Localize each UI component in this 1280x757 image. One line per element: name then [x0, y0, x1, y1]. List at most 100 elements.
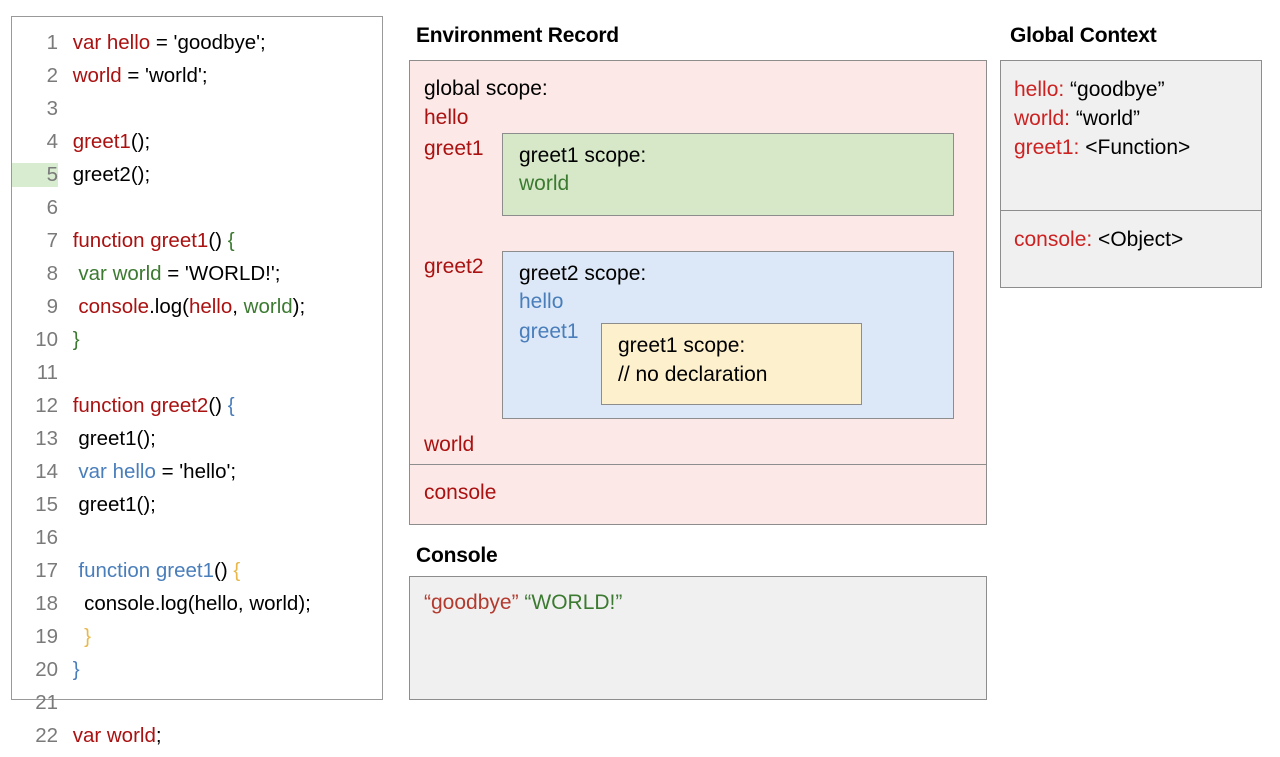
environment-record-panel: global scope: hello greet1 greet2 world … — [409, 60, 987, 525]
line-number: 11 — [36, 361, 58, 384]
global-context-objects: console: <Object> — [1001, 211, 1261, 254]
code-line[interactable]: 8 var world = 'WORLD!'; — [12, 262, 382, 295]
code-token: world — [67, 64, 122, 87]
greet2-scope-box: greet2 scope: hello greet1 greet1 scope:… — [502, 251, 954, 419]
greet1-scope-var-world: world — [519, 172, 570, 195]
environment-record-global-scope: global scope: hello greet1 greet2 world … — [410, 61, 986, 465]
global-context-value: “goodbye” — [1064, 78, 1165, 101]
greet2-scope-var-greet1: greet1 — [519, 320, 579, 343]
code-line-text: console.log(hello, world); — [58, 592, 311, 616]
code-token: = 'hello'; — [155, 460, 237, 483]
line-number: 13 — [35, 427, 58, 450]
code-line[interactable]: 17 function greet1() { — [12, 559, 382, 592]
code-token: var world — [67, 262, 162, 285]
global-context-variables: hello: “goodbye”world: “world”greet1: <F… — [1001, 61, 1261, 211]
line-number: 10 — [35, 328, 58, 351]
greet1-nested-scope-label: greet1 scope: — [618, 334, 746, 357]
code-line-text: var world; — [58, 724, 162, 748]
code-token: } — [67, 328, 80, 351]
code-line[interactable]: 4 greet1(); — [12, 130, 382, 163]
code-line[interactable]: 21 — [12, 691, 382, 724]
code-line[interactable]: 12 function greet2() { — [12, 394, 382, 427]
line-number: 7 — [46, 229, 58, 252]
global-context-variable-row: hello: “goodbye” — [1014, 75, 1261, 104]
global-context-variable-row: world: “world” — [1014, 104, 1261, 133]
global-context-panel: hello: “goodbye”world: “world”greet1: <F… — [1000, 60, 1262, 288]
code-line-text: greet1(); — [58, 493, 156, 517]
code-line-text: function greet2() { — [58, 394, 235, 418]
code-line[interactable]: 10 } — [12, 328, 382, 361]
console-output-line: “goodbye” “WORLD!” — [424, 591, 622, 615]
code-line[interactable]: 16 — [12, 526, 382, 559]
greet1-nested-scope-note: // no declaration — [618, 363, 768, 386]
code-line[interactable]: 2 world = 'world'; — [12, 64, 382, 97]
line-number: 21 — [35, 691, 58, 714]
global-context-key: console: — [1014, 228, 1093, 251]
global-context-value: <Object> — [1092, 228, 1184, 251]
code-token: () — [208, 229, 228, 252]
line-number: 18 — [35, 592, 58, 615]
line-number: 1 — [46, 31, 58, 54]
code-line-list: 1 var hello = 'goodbye';2 world = 'world… — [12, 31, 382, 757]
code-token: { — [227, 394, 235, 417]
line-number: 17 — [35, 559, 58, 582]
code-line-text: } — [58, 658, 80, 682]
global-context-value: “world” — [1070, 107, 1141, 130]
code-line-text: var hello = 'goodbye'; — [58, 31, 266, 55]
line-number: 5 — [12, 163, 58, 187]
code-token: var hello — [67, 31, 151, 54]
code-line-text: } — [58, 328, 80, 352]
code-line[interactable]: 5 greet2(); — [12, 163, 382, 196]
code-line[interactable]: 19 } — [12, 625, 382, 658]
code-line[interactable]: 15 greet1(); — [12, 493, 382, 526]
console-title: Console — [416, 544, 498, 567]
line-number: 16 — [35, 526, 58, 549]
console-panel[interactable]: “goodbye” “WORLD!” — [409, 576, 987, 700]
code-token: console — [67, 295, 150, 318]
code-line[interactable]: 22 var world; — [12, 724, 382, 757]
code-token: greet1(); — [67, 493, 156, 516]
code-token: () — [208, 394, 228, 417]
global-context-value: <Function> — [1079, 136, 1191, 159]
code-line[interactable]: 7 function greet1() { — [12, 229, 382, 262]
line-number: 3 — [46, 97, 58, 120]
code-token: ); — [292, 295, 306, 318]
line-number: 6 — [46, 196, 58, 219]
code-line[interactable]: 11 — [12, 361, 382, 394]
code-line[interactable]: 3 — [12, 97, 382, 130]
code-token: console.log(hello, world); — [67, 592, 311, 615]
code-token: = 'world'; — [121, 64, 208, 87]
code-line-text: var hello = 'hello'; — [58, 460, 236, 484]
global-var-greet2: greet2 — [424, 255, 484, 278]
code-line-text: greet2(); — [58, 163, 150, 187]
line-number: 4 — [46, 130, 58, 153]
line-number: 9 — [46, 295, 58, 318]
code-editor-panel[interactable]: 1 var hello = 'goodbye';2 world = 'world… — [11, 16, 383, 747]
global-context-variable-row: greet1: <Function> — [1014, 133, 1261, 162]
code-token: , — [232, 295, 244, 318]
code-token: function greet2 — [67, 394, 209, 417]
code-line[interactable]: 18 console.log(hello, world); — [12, 592, 382, 625]
code-line[interactable]: 1 var hello = 'goodbye'; — [12, 31, 382, 64]
code-token: greet1 — [67, 130, 131, 153]
line-number: 2 — [46, 64, 58, 87]
code-token: = 'WORLD!'; — [161, 262, 281, 285]
code-token: } — [67, 625, 91, 648]
greet1-scope-box: greet1 scope: world — [502, 133, 954, 216]
line-number: 8 — [46, 262, 58, 285]
global-scope-label: global scope: — [424, 77, 548, 100]
code-token: } — [67, 658, 80, 681]
code-line[interactable]: 13 greet1(); — [12, 427, 382, 460]
code-line-text: world = 'world'; — [58, 64, 208, 88]
global-context-key: world: — [1014, 107, 1071, 130]
code-line[interactable]: 20 } — [12, 658, 382, 691]
code-token: greet2(); — [67, 163, 151, 186]
code-line[interactable]: 14 var hello = 'hello'; — [12, 460, 382, 493]
code-token: greet1(); — [67, 427, 156, 450]
code-token: .log( — [149, 295, 189, 318]
code-line[interactable]: 6 — [12, 196, 382, 229]
line-number: 20 — [35, 658, 58, 681]
code-line[interactable]: 9 console.log(hello, world); — [12, 295, 382, 328]
code-line-text: console.log(hello, world); — [58, 295, 305, 319]
line-number: 14 — [35, 460, 58, 483]
